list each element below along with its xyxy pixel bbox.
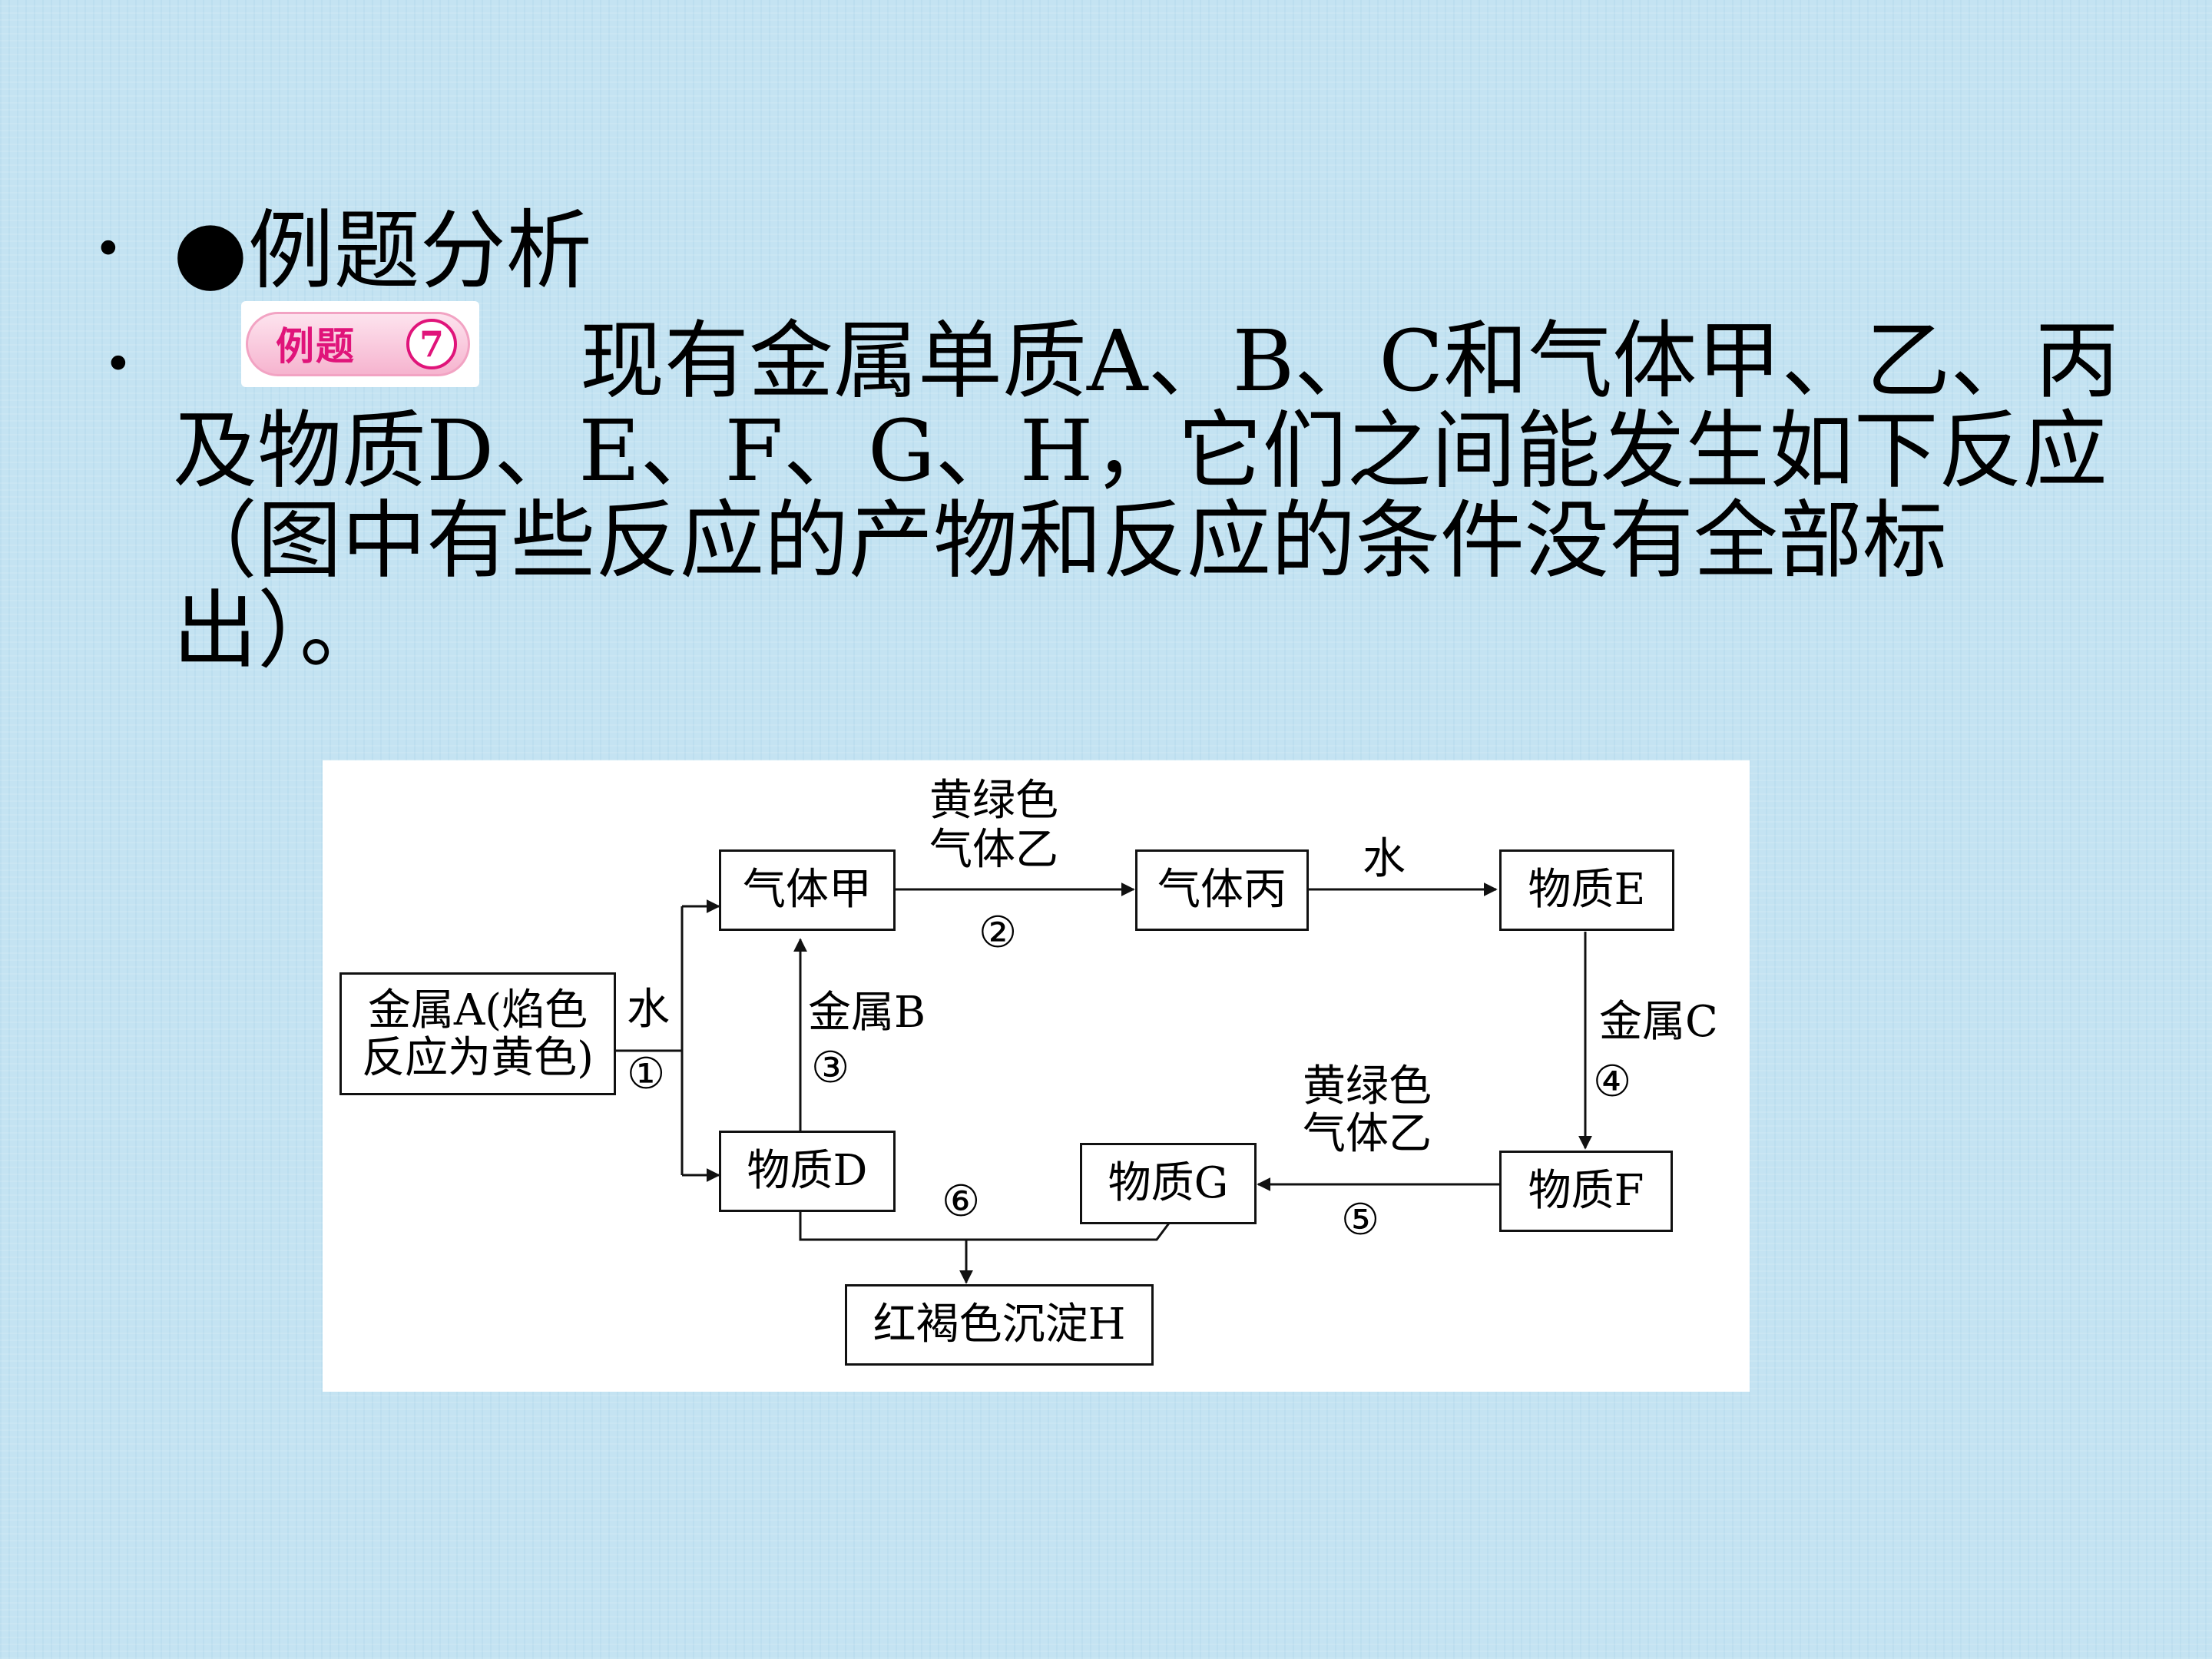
flow-connectors — [614, 882, 1592, 1284]
label-r6-number: ⑥ — [942, 1177, 981, 1227]
node-precip-h: 红褐色沉淀H — [845, 1284, 1154, 1366]
badge-pill: 例题 7 — [246, 312, 470, 376]
label-r5-reagent-2: 气体乙 — [1303, 1109, 1432, 1159]
label-r3-reagent: 金属B — [808, 988, 926, 1038]
node-gas-bing: 气体丙 — [1135, 849, 1309, 931]
label-r5-number: ⑤ — [1341, 1195, 1380, 1245]
node-sub-g: 物质G — [1080, 1143, 1257, 1224]
label-r3-number: ③ — [811, 1043, 850, 1093]
reaction-flowchart: 金属A(焰色反应为黄色) 气体甲 气体丙 物质E 物质D 物质G 物质F 红褐色… — [323, 760, 1750, 1392]
problem-text: 现有金属单质A、B、C和气体甲、乙、丙及物质D、E、F、G、H，它们之间能发生如… — [173, 312, 2120, 680]
label-water-reagent: 水 — [1363, 834, 1406, 884]
node-sub-f: 物质F — [1499, 1151, 1673, 1232]
edge-dg-join — [799, 1212, 1172, 1241]
label-r2-reagent-2: 气体乙 — [929, 825, 1058, 875]
label-r5-reagent-1: 黄绿色 — [1303, 1061, 1432, 1111]
badge-number: 7 — [406, 319, 457, 369]
node-sub-d: 物质D — [719, 1131, 896, 1212]
node-sub-e: 物质E — [1499, 849, 1674, 931]
node-metal-a: 金属A(焰色反应为黄色) — [339, 972, 616, 1095]
bullet-1: • — [94, 221, 123, 278]
node-gas-jia: 气体甲 — [719, 849, 896, 931]
label-r2-reagent-1: 黄绿色 — [929, 776, 1058, 826]
label-r1-number: ① — [627, 1049, 666, 1099]
label-r1-reagent: 水 — [627, 985, 670, 1035]
section-heading: ●例题分析 — [173, 201, 592, 301]
bullet-2: • — [104, 336, 133, 393]
example-badge: 例题 7 — [241, 301, 479, 387]
label-r2-number: ② — [979, 908, 1018, 958]
label-r4-number: ④ — [1593, 1057, 1632, 1107]
badge-label: 例题 — [276, 324, 356, 369]
label-r4-reagent: 金属C — [1599, 997, 1718, 1047]
